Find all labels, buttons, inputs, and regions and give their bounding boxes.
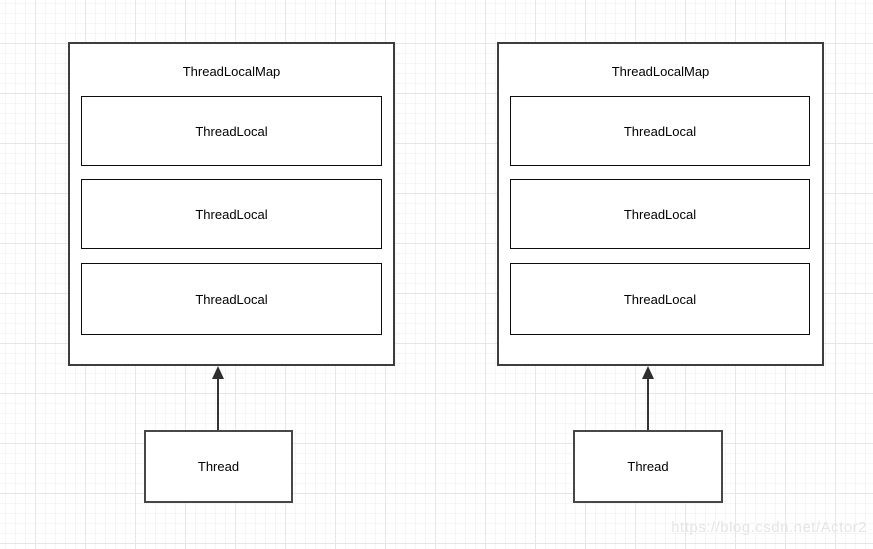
threadlocalmap-title: ThreadLocalMap bbox=[182, 63, 281, 79]
threadlocalmap-title: ThreadLocalMap bbox=[611, 63, 710, 79]
thread-box: Thread bbox=[144, 430, 293, 503]
threadlocal-box: ThreadLocal bbox=[510, 263, 810, 335]
threadlocal-box: ThreadLocal bbox=[81, 263, 382, 335]
thread-label: Thread bbox=[627, 459, 669, 474]
watermark: https://blog.csdn.net/Actor2 bbox=[671, 519, 867, 536]
threadlocal-label: ThreadLocal bbox=[623, 123, 697, 139]
threadlocal-label: ThreadLocal bbox=[195, 291, 268, 307]
threadlocal-box: ThreadLocal bbox=[81, 179, 382, 249]
threadlocal-box: ThreadLocal bbox=[81, 96, 382, 166]
threadlocal-label: ThreadLocal bbox=[623, 291, 697, 307]
threadlocalmap-box: ThreadLocalMap ThreadLocal ThreadLocal T… bbox=[497, 42, 824, 366]
threadlocal-label: ThreadLocal bbox=[195, 123, 268, 139]
arrow-line bbox=[217, 377, 219, 430]
thread-label: Thread bbox=[197, 459, 240, 474]
threadlocal-box: ThreadLocal bbox=[510, 179, 810, 249]
threadlocal-label: ThreadLocal bbox=[623, 206, 697, 222]
threadlocal-box: ThreadLocal bbox=[510, 96, 810, 166]
arrow-line bbox=[647, 377, 649, 430]
threadlocalmap-box: ThreadLocalMap ThreadLocal ThreadLocal T… bbox=[68, 42, 395, 366]
threadlocal-label: ThreadLocal bbox=[195, 206, 268, 222]
thread-box: Thread bbox=[573, 430, 723, 503]
arrow-up-icon bbox=[642, 366, 654, 379]
arrow-up-icon bbox=[212, 366, 224, 379]
